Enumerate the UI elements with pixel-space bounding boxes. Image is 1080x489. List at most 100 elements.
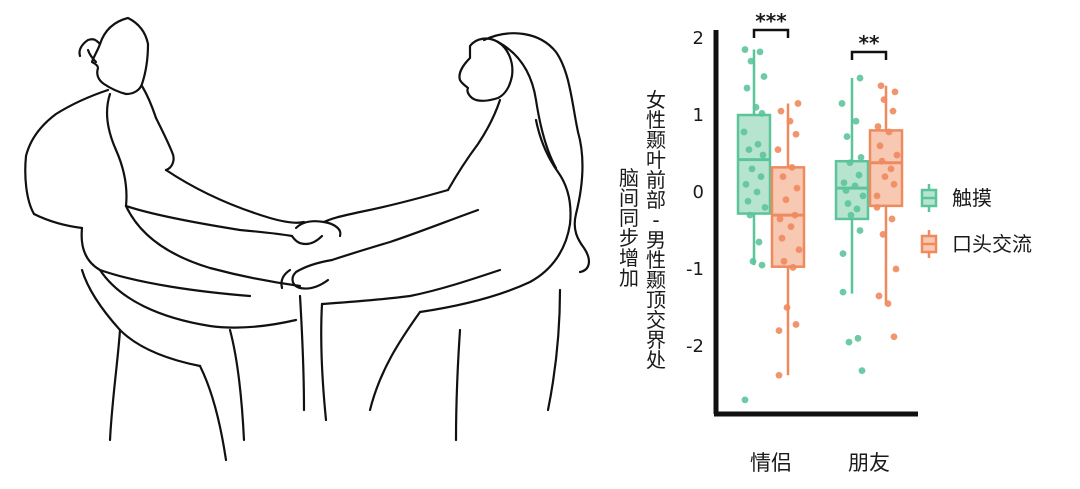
data-point bbox=[754, 140, 762, 148]
data-point bbox=[857, 153, 865, 161]
legend-label: 触摸 bbox=[952, 186, 992, 210]
data-point bbox=[752, 103, 760, 111]
data-point bbox=[777, 107, 785, 115]
y-tick-label: -1 bbox=[686, 259, 704, 280]
data-point bbox=[775, 327, 783, 334]
data-point bbox=[788, 163, 796, 171]
data-point bbox=[740, 128, 748, 136]
data-point bbox=[858, 367, 866, 375]
data-point bbox=[881, 173, 889, 181]
data-point bbox=[875, 292, 883, 300]
data-point bbox=[890, 333, 898, 341]
y-tick-label: 1 bbox=[693, 105, 704, 126]
data-point bbox=[879, 230, 887, 238]
data-point bbox=[758, 110, 766, 117]
data-point bbox=[759, 151, 767, 159]
data-point bbox=[792, 321, 800, 328]
data-point bbox=[893, 151, 901, 159]
data-point bbox=[878, 157, 886, 165]
data-point bbox=[774, 146, 782, 154]
data-point bbox=[859, 192, 867, 200]
data-point bbox=[851, 182, 859, 190]
data-point bbox=[783, 304, 791, 311]
data-point bbox=[889, 107, 897, 115]
data-point bbox=[846, 159, 854, 167]
data-point bbox=[880, 96, 888, 103]
data-point bbox=[852, 117, 860, 125]
significance-label: *** bbox=[755, 9, 787, 33]
couple-holding-hands-illustration bbox=[24, 16, 590, 462]
data-point bbox=[891, 88, 899, 96]
data-point bbox=[746, 211, 754, 219]
y-tick-label: -2 bbox=[686, 336, 704, 357]
data-point bbox=[853, 205, 861, 213]
data-point bbox=[753, 188, 761, 196]
data-point bbox=[782, 196, 790, 204]
data-point bbox=[885, 128, 893, 136]
significance-bracket bbox=[752, 28, 790, 38]
data-point bbox=[843, 133, 851, 140]
data-point bbox=[890, 180, 898, 188]
data-point bbox=[855, 171, 863, 179]
data-point bbox=[887, 165, 895, 173]
data-point bbox=[755, 238, 763, 246]
data-point bbox=[745, 146, 753, 154]
data-point bbox=[840, 179, 848, 187]
legend-label: 口头交流 bbox=[952, 232, 1032, 256]
data-point bbox=[744, 197, 752, 205]
data-point bbox=[884, 300, 892, 308]
significance-bracket bbox=[850, 50, 888, 60]
data-point bbox=[757, 173, 765, 181]
data-point bbox=[793, 184, 801, 192]
data-point bbox=[873, 204, 881, 211]
data-point bbox=[780, 257, 788, 265]
data-point bbox=[892, 265, 900, 273]
data-point bbox=[748, 165, 756, 173]
data-point bbox=[873, 192, 881, 200]
data-point bbox=[760, 73, 768, 80]
data-point bbox=[838, 100, 846, 107]
data-point bbox=[758, 261, 766, 269]
data-point bbox=[778, 234, 786, 242]
data-point bbox=[856, 227, 864, 234]
x-category-label: 情侣 bbox=[750, 451, 792, 475]
box bbox=[868, 129, 904, 208]
data-point bbox=[847, 211, 855, 219]
data-point bbox=[845, 338, 853, 346]
y-axis-title-line2: 脑间同步增加 bbox=[619, 166, 639, 290]
y-tick-label: 0 bbox=[693, 182, 704, 203]
data-point bbox=[877, 82, 885, 90]
data-point bbox=[794, 100, 802, 107]
significance-label: ** bbox=[859, 31, 880, 55]
data-point bbox=[776, 215, 784, 223]
x-category-label: 朋友 bbox=[848, 451, 890, 475]
man-head bbox=[90, 16, 150, 96]
data-point bbox=[792, 130, 800, 138]
data-point bbox=[839, 250, 847, 257]
data-point bbox=[789, 264, 797, 271]
data-point bbox=[856, 74, 864, 82]
data-point bbox=[795, 246, 803, 254]
data-point bbox=[741, 46, 749, 53]
data-point bbox=[743, 84, 751, 92]
data-point bbox=[775, 371, 783, 379]
data-point bbox=[854, 334, 862, 342]
data-point bbox=[749, 257, 757, 265]
data-point bbox=[756, 48, 764, 56]
data-point bbox=[876, 142, 884, 150]
data-point bbox=[761, 204, 769, 211]
data-point bbox=[888, 215, 896, 223]
data-point bbox=[842, 187, 850, 194]
data-point bbox=[742, 180, 750, 188]
data-point bbox=[839, 288, 847, 296]
y-axis-title-line1: 女性颞叶前部-男性颞顶交界处 bbox=[646, 88, 666, 372]
data-point bbox=[787, 223, 795, 231]
box bbox=[834, 159, 870, 221]
data-point bbox=[844, 200, 852, 207]
data-point bbox=[741, 396, 749, 404]
data-point bbox=[874, 123, 882, 130]
data-point bbox=[791, 211, 799, 219]
data-point bbox=[747, 57, 755, 65]
y-tick-label: 2 bbox=[693, 28, 704, 49]
